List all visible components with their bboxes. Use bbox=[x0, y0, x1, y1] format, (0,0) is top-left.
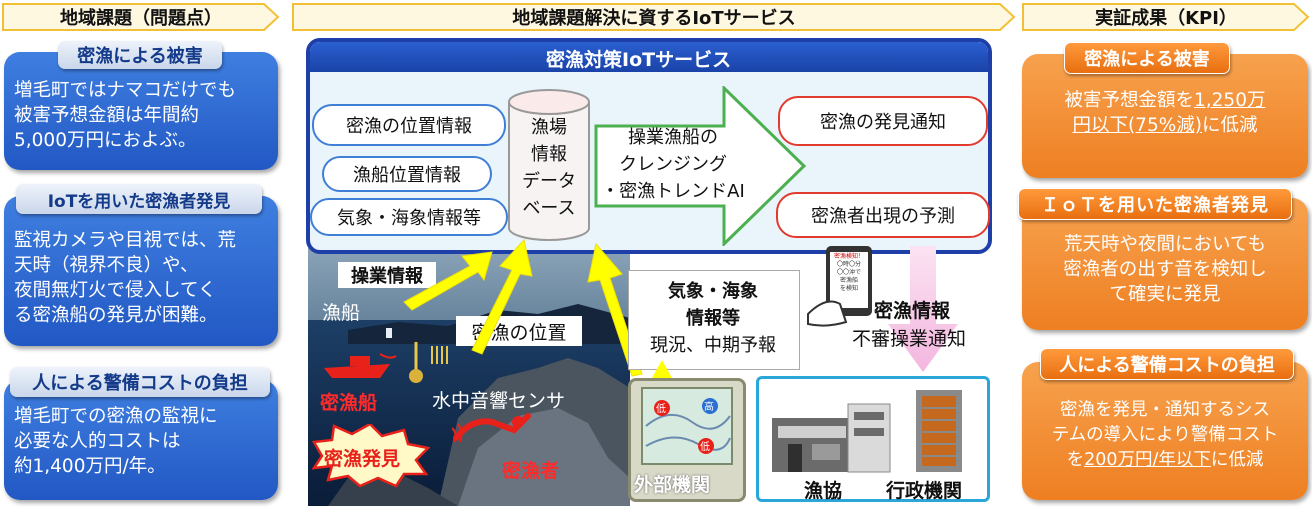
low-pressure-mark: 低 bbox=[656, 404, 666, 415]
left-issue-1: 増毛町ではナマコだけでも 被害予想金額は年間約 5,000万円におよぶ。 bbox=[4, 52, 278, 170]
poaching-found-starburst bbox=[312, 424, 430, 488]
hydrophone-label: 水中音響センサ bbox=[432, 390, 566, 412]
service-title: 密漁対策IoTサービス bbox=[546, 49, 732, 71]
chevron-shape bbox=[1022, 3, 1310, 31]
right-tag-3: 人による警備コストの負担 bbox=[1040, 348, 1294, 380]
weather-map-icon bbox=[641, 387, 733, 465]
weather-info-box bbox=[628, 270, 800, 370]
poaching-found-label: 密漁発見 bbox=[324, 448, 401, 470]
left-issue-2: 監視カメラや目視では、荒 天時（視界不良）や、 夜間無灯火で侵入してく る密漁船… bbox=[4, 196, 278, 346]
fishery-coop-label: 漁協 bbox=[804, 480, 843, 502]
weather-info-text: 気象・海象 情報等 現況、中期予報 bbox=[650, 281, 776, 356]
result-line: 荒天時や夜間においても bbox=[1063, 234, 1267, 255]
poacher-diver-icon bbox=[452, 413, 531, 443]
issue-line: 監視カメラや目視では、荒 bbox=[14, 230, 237, 251]
small-yellow-arrow bbox=[652, 360, 672, 380]
input-boat-position: 漁船位置情報 bbox=[322, 156, 492, 192]
database-icon bbox=[508, 89, 590, 241]
left-tag-3: 人による警備コストの負担 bbox=[10, 367, 270, 397]
notification-arrow bbox=[888, 246, 958, 372]
issue-line: 約1,400万円/年。 bbox=[14, 456, 166, 477]
issue-line: 夜間無灯火で侵入してく bbox=[14, 280, 217, 301]
left-issue-3: 増毛町での密漁の監視に 必要な人的コストは 約1,400万円/年。 bbox=[4, 380, 278, 500]
smartphone-icon bbox=[807, 246, 872, 327]
result-line: 密漁者の出す音を検知し bbox=[1063, 259, 1267, 280]
poaching-boat-icon bbox=[324, 353, 397, 378]
low-pressure-mark: 低 bbox=[700, 442, 710, 453]
process-text: 操業漁船の クレンジング ・密漁トレンドAI bbox=[601, 127, 745, 202]
output-poacher-prediction: 密漁者出現の予測 bbox=[776, 192, 990, 238]
result-line: テムの導入により警備コスト bbox=[1051, 425, 1279, 445]
input-weather-info: 気象・海象情報等 bbox=[310, 198, 508, 236]
result-line: 被害予想金額を1,250万 bbox=[1064, 90, 1266, 111]
result-line: 円以下(75%減)に低減 bbox=[1072, 115, 1258, 136]
service-title-bar bbox=[310, 42, 988, 72]
poaching-boat-label: 密漁船 bbox=[320, 392, 378, 414]
issue-line: 5,000万円におよぶ。 bbox=[14, 130, 197, 151]
external-agency-label: 外部機関 bbox=[634, 474, 711, 496]
issue-line: 天時（視界不良）や、 bbox=[14, 255, 199, 276]
process-arrow bbox=[594, 86, 807, 246]
chevron-shape bbox=[292, 3, 1016, 31]
right-tag-2: ＩｏＴを用いた密漁者発見 bbox=[1018, 188, 1292, 220]
output-discovery-notice: 密漁の発見通知 bbox=[778, 96, 988, 146]
operation-info-label: 操業情報 bbox=[338, 262, 436, 288]
left-tag-2: IoTを用いた密漁者発見 bbox=[16, 184, 262, 214]
header-right: 実証成果（KPI） bbox=[1022, 3, 1310, 31]
right-result-2: 荒天時や夜間においても 密漁者の出す音を検知し て確実に発見 bbox=[1022, 198, 1308, 330]
database-label: 漁場 情報 データ ベース bbox=[522, 117, 576, 219]
result-line: て確実に発見 bbox=[1109, 284, 1221, 305]
header-center: 地域課題解決に資するIoTサービス bbox=[292, 3, 1016, 31]
right-tag-1: 密漁による被害 bbox=[1064, 42, 1230, 74]
yellow-arrows bbox=[403, 238, 643, 377]
input-poaching-position: 密漁の位置情報 bbox=[312, 104, 506, 146]
issue-line: 増毛町での密漁の監視に bbox=[14, 406, 218, 427]
suspicious-operation-label: 不審操業通知 bbox=[852, 328, 967, 350]
chevron-shape bbox=[2, 3, 280, 31]
result-line: 密漁を発見・通知するシス bbox=[1060, 400, 1270, 420]
buildings-icon bbox=[772, 390, 962, 473]
issue-line: 必要な人的コストは bbox=[14, 431, 181, 452]
high-pressure-mark: 高 bbox=[704, 402, 714, 413]
poacher-label: 密漁者 bbox=[502, 460, 560, 482]
right-result-3: 密漁を発見・通知するシス テムの導入により警備コスト を200万円/年以下に低減 bbox=[1022, 362, 1308, 500]
result-line: を200万円/年以下に低減 bbox=[1066, 450, 1264, 470]
issue-line: る密漁船の発見が困難。 bbox=[14, 305, 218, 326]
issue-line: 増毛町ではナマコだけでも bbox=[14, 80, 237, 101]
header-left: 地域課題（問題点） bbox=[2, 3, 280, 31]
government-label: 行政機関 bbox=[886, 480, 963, 502]
sensor-buoy-icon bbox=[409, 342, 448, 383]
left-tag-1: 密漁による被害 bbox=[58, 41, 222, 69]
issue-line: 被害予想金額は年間約 bbox=[14, 105, 200, 126]
phone-screen-text: 密漁検知！ 〇時〇分 〇〇沖で 密漁船 を検知 bbox=[833, 253, 864, 292]
poaching-info-label: 密漁情報 bbox=[874, 300, 951, 322]
fishing-boat-label: 漁船 bbox=[322, 302, 361, 324]
right-result-1: 被害予想金額を1,250万 円以下(75%減)に低減 bbox=[1022, 54, 1308, 178]
